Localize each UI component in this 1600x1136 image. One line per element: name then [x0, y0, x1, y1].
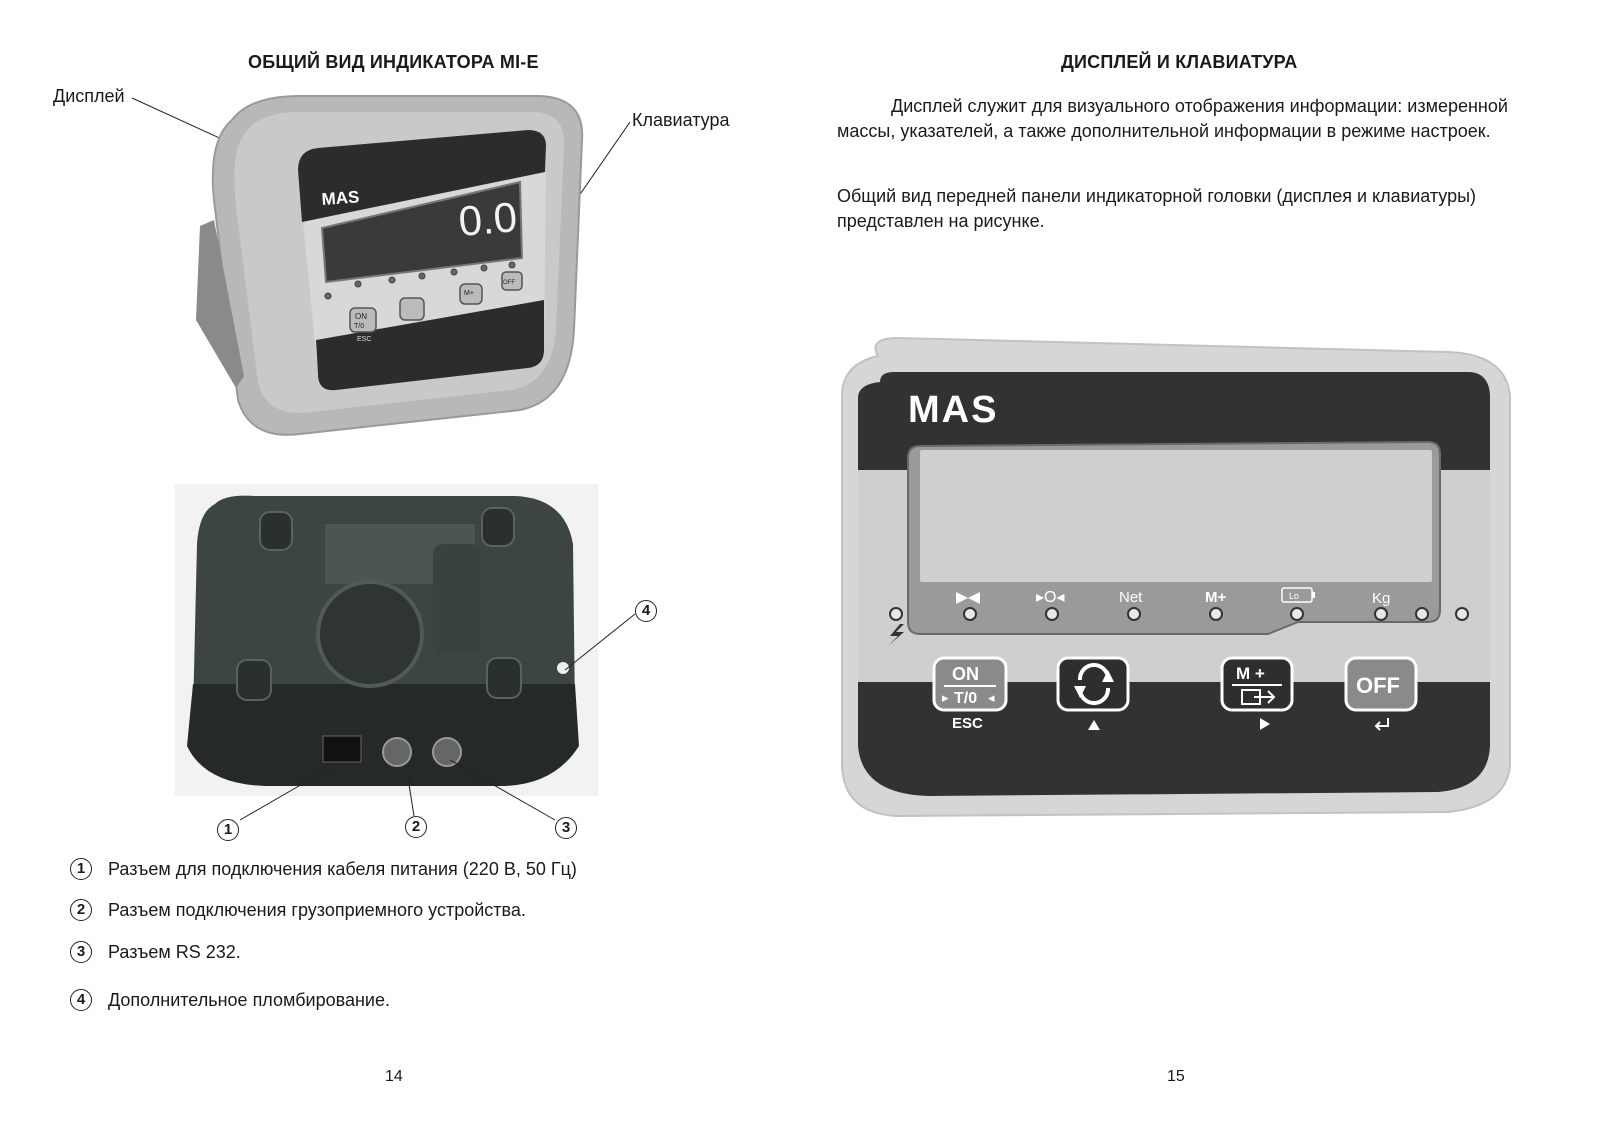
indicator-net: Net — [1119, 589, 1143, 606]
legend-text: Разъем подключения грузоприемного устрой… — [108, 899, 526, 920]
front-key-on-label: ON — [355, 312, 367, 321]
legend-item-4: 4 Дополнительное пломбирование. — [70, 989, 390, 1011]
arrow-up-icon — [1088, 720, 1100, 730]
svg-text:OFF: OFF — [1356, 673, 1400, 698]
callout-3: 3 — [555, 817, 577, 839]
enter-icon — [1374, 718, 1389, 731]
key-memory[interactable]: M + — [1220, 656, 1294, 712]
lightning-icon — [888, 624, 904, 646]
legend-item-2: 2 Разъем подключения грузоприемного устр… — [70, 899, 526, 921]
legend-number: 1 — [70, 858, 92, 880]
legend-item-3: 3 Разъем RS 232. — [70, 941, 241, 963]
callout-4: 4 — [635, 600, 657, 622]
zero-center-icon: ▸O◂ — [1036, 589, 1065, 606]
indicator-front-illustration: MAS 0.0 ON T/0 ESC M+ OFF — [131, 95, 631, 436]
battery-icon: Lo — [1281, 587, 1315, 603]
led-power — [889, 607, 903, 621]
legend-text: Разъем для подключения кабеля питания (2… — [108, 858, 577, 879]
key-on-tare[interactable]: ON ▸ T/0 ◂ — [932, 656, 1008, 712]
svg-text:▸: ▸ — [942, 690, 949, 705]
svg-text:T/0: T/0 — [954, 690, 977, 707]
svg-text:M +: M + — [1236, 664, 1265, 683]
key-cycle[interactable] — [1056, 656, 1130, 712]
indicator-mplus: M+ — [1205, 589, 1226, 606]
zero-stable-icon — [956, 592, 980, 604]
export-icon — [1241, 689, 1276, 705]
front-key-off-label: OFF — [503, 280, 515, 286]
front-key-esc-label: ESC — [357, 336, 371, 343]
panel-brand-logo: MAS — [908, 389, 998, 431]
right-page-number: 15 — [1167, 1068, 1185, 1085]
front-panel-drawing: MAS ▸O◂ Net M+ Lo Kg ON ▸ T/0 ◂ ESC — [841, 336, 1511, 818]
right-paragraph-2: Общий вид передней панели индикаторной г… — [837, 186, 1477, 231]
front-brand-logo: MAS — [321, 187, 360, 209]
legend-text: Дополнительное пломбирование. — [108, 989, 390, 1010]
indicator-rear-photo — [175, 484, 598, 796]
keyboard-label: Клавиатура — [632, 110, 730, 130]
indicator-kg: Kg — [1372, 590, 1390, 607]
key-esc-label: ESC — [952, 715, 983, 732]
front-key-tare-label: T/0 — [354, 323, 364, 330]
cycle-icon — [1077, 662, 1111, 706]
callout-1: 1 — [217, 819, 239, 841]
front-display-reading: 0.0 — [457, 193, 519, 245]
legend-number: 2 — [70, 899, 92, 921]
legend-number: 3 — [70, 941, 92, 963]
rear-callout-lines — [239, 613, 636, 821]
svg-text:ON: ON — [952, 664, 979, 684]
indicator-lo: Lo — [1289, 591, 1299, 601]
left-page-heading: ОБЩИЙ ВИД ИНДИКАТОРА MI-E — [248, 52, 539, 72]
legend-text: Разъем RS 232. — [108, 941, 241, 962]
legend-item-1: 1 Разъем для подключения кабеля питания … — [70, 858, 577, 880]
callout-2: 2 — [405, 816, 427, 838]
front-key-mplus-label: M+ — [464, 290, 474, 297]
left-page-number: 14 — [385, 1068, 403, 1085]
arrow-right-icon — [1260, 718, 1270, 730]
right-paragraph-1: Дисплей служит для визуального отображен… — [837, 96, 1508, 141]
display-label: Дисплей — [53, 86, 125, 106]
legend-number: 4 — [70, 989, 92, 1011]
key-off[interactable]: OFF — [1344, 656, 1418, 712]
right-page-heading: ДИСПЛЕЙ И КЛАВИАТУРА — [1061, 52, 1298, 72]
svg-text:◂: ◂ — [988, 690, 995, 705]
